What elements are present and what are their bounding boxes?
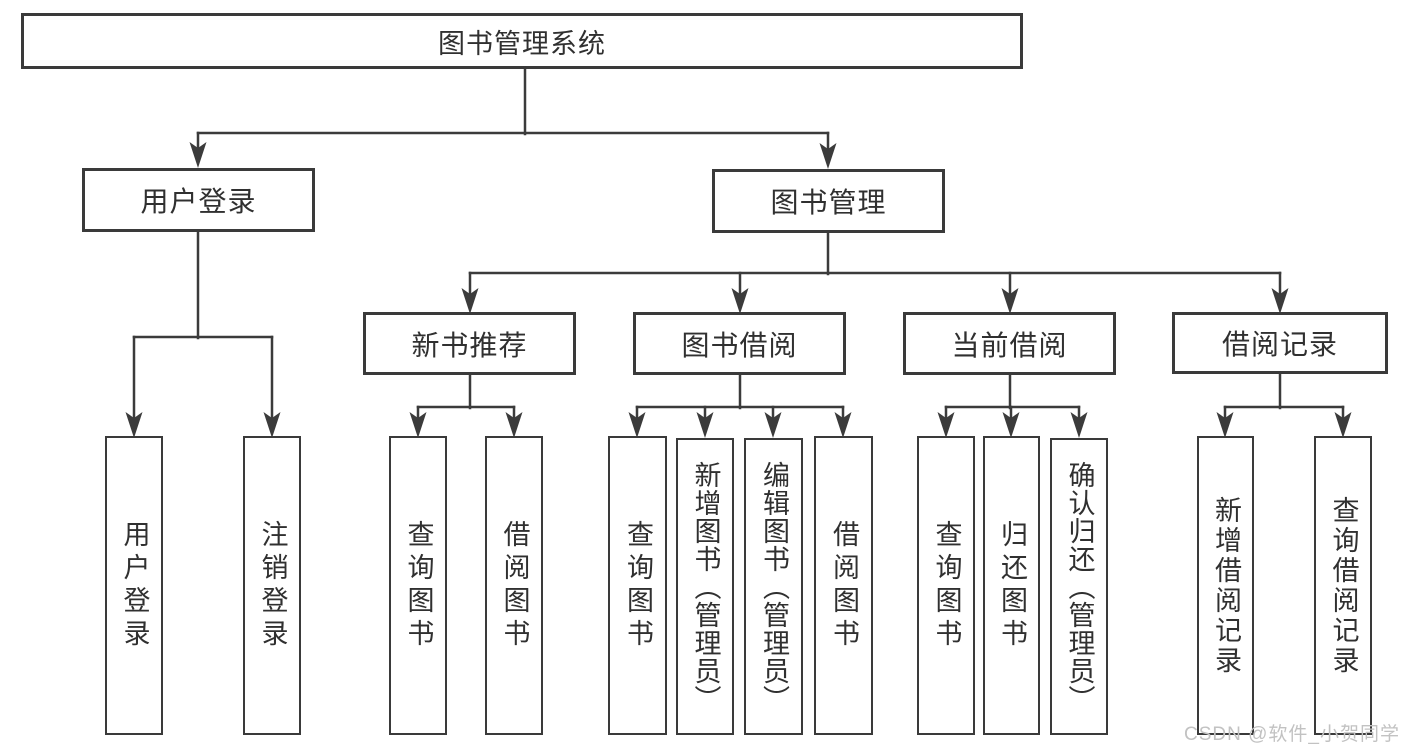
arrowhead-down-icon — [764, 412, 782, 438]
connector-borrow-records-branch — [1216, 371, 1352, 438]
arrowhead-down-icon — [189, 142, 207, 168]
arrowhead-down-icon — [263, 412, 281, 438]
leaf-add-borrow-record: 新增借阅记录 — [1197, 436, 1254, 735]
node-book-borrow: 图书借阅 — [633, 312, 846, 375]
arrowhead-down-icon — [409, 412, 427, 438]
leaf-query-borrow-record: 查询借阅记录 — [1314, 436, 1372, 735]
arrowhead-down-icon — [1271, 288, 1289, 314]
leaf-user-login: 用户登录 — [105, 436, 163, 735]
leaf-confirm-return-admin: 确认归还（管理员） — [1050, 438, 1108, 735]
arrowhead-down-icon — [505, 412, 523, 438]
leaf-logout-login: 注销登录 — [243, 436, 301, 735]
arrowhead-down-icon — [461, 288, 479, 314]
arrowhead-down-icon — [1001, 288, 1019, 314]
leaf-query-books-current: 查询图书 — [917, 436, 975, 735]
node-root: 图书管理系统 — [21, 13, 1023, 69]
arrowhead-down-icon — [819, 143, 837, 169]
arrowhead-down-icon — [1216, 412, 1234, 438]
leaf-borrow-books-borrow: 借阅图书 — [814, 436, 873, 735]
leaf-edit-books-admin: 编辑图书（管理员） — [744, 438, 803, 735]
connector-root-to-level2 — [189, 67, 837, 169]
arrowhead-down-icon — [1334, 412, 1352, 438]
arrowhead-down-icon — [937, 412, 955, 438]
connector-new-book-recommend-branch — [409, 372, 523, 438]
leaf-query-books-recommend: 查询图书 — [389, 436, 447, 735]
node-current-borrow: 当前借阅 — [903, 312, 1116, 375]
connector-book-borrow-branch — [628, 372, 852, 438]
arrowhead-down-icon — [1070, 412, 1088, 438]
node-new-book-recommend: 新书推荐 — [363, 312, 576, 375]
leaf-borrow-books-recommend: 借阅图书 — [485, 436, 543, 735]
node-user-login: 用户登录 — [82, 168, 315, 232]
arrowhead-down-icon — [125, 412, 143, 438]
connector-current-borrow-branch — [937, 372, 1088, 438]
arrowhead-down-icon — [834, 412, 852, 438]
leaf-return-books: 归还图书 — [983, 436, 1040, 735]
node-book-management: 图书管理 — [712, 169, 945, 233]
arrowhead-down-icon — [696, 412, 714, 438]
arrowhead-down-icon — [731, 288, 749, 314]
connector-book-management-branch — [461, 230, 1289, 314]
arrowhead-down-icon — [1002, 412, 1020, 438]
leaf-add-books-admin: 新增图书（管理员） — [676, 438, 734, 735]
node-borrow-records: 借阅记录 — [1172, 312, 1388, 374]
connector-user-login-branch — [125, 229, 281, 438]
leaf-query-books-borrow: 查询图书 — [608, 436, 667, 735]
arrowhead-down-icon — [628, 412, 646, 438]
csdn-watermark: CSDN @软件_小贺同学 — [1184, 724, 1400, 745]
